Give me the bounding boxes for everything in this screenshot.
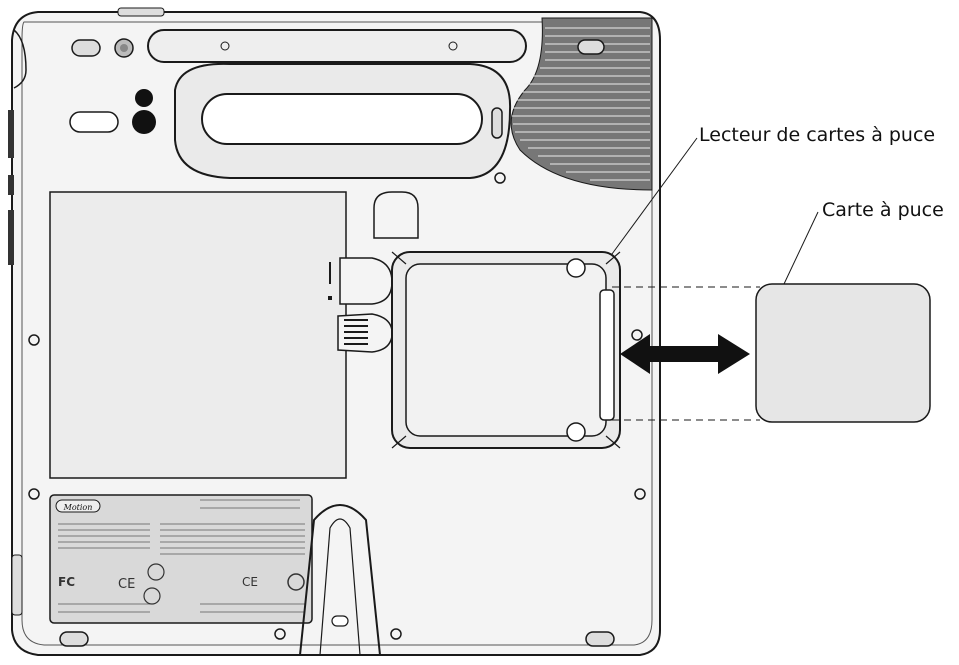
bottom-features — [59, 504, 615, 656]
reader-leader-line — [611, 137, 698, 255]
insertion-guides — [612, 286, 760, 421]
fcc-mark-icon: FC — [58, 575, 75, 589]
battery-panel — [49, 191, 419, 479]
smart-card-reader — [391, 251, 621, 449]
brand-logo: Motion — [63, 503, 93, 512]
recycle-icon — [143, 587, 161, 605]
smart-card-reader-callout: Lecteur de cartes à puce — [699, 124, 936, 146]
insertion-arrow — [620, 334, 750, 374]
ce-mark-icon-2: CE — [242, 575, 258, 589]
ul-mark-icon — [147, 563, 165, 581]
smart-card — [755, 283, 931, 423]
ce-mark-icon: CE — [118, 577, 135, 592]
regulatory-label: Motion FC CE CE — [49, 494, 313, 624]
top-features — [69, 17, 653, 191]
smart-card-callout: Carte à puce — [822, 199, 944, 221]
screw-holes — [28, 329, 646, 640]
card-leader-line — [783, 211, 819, 285]
info-icon — [287, 573, 305, 591]
